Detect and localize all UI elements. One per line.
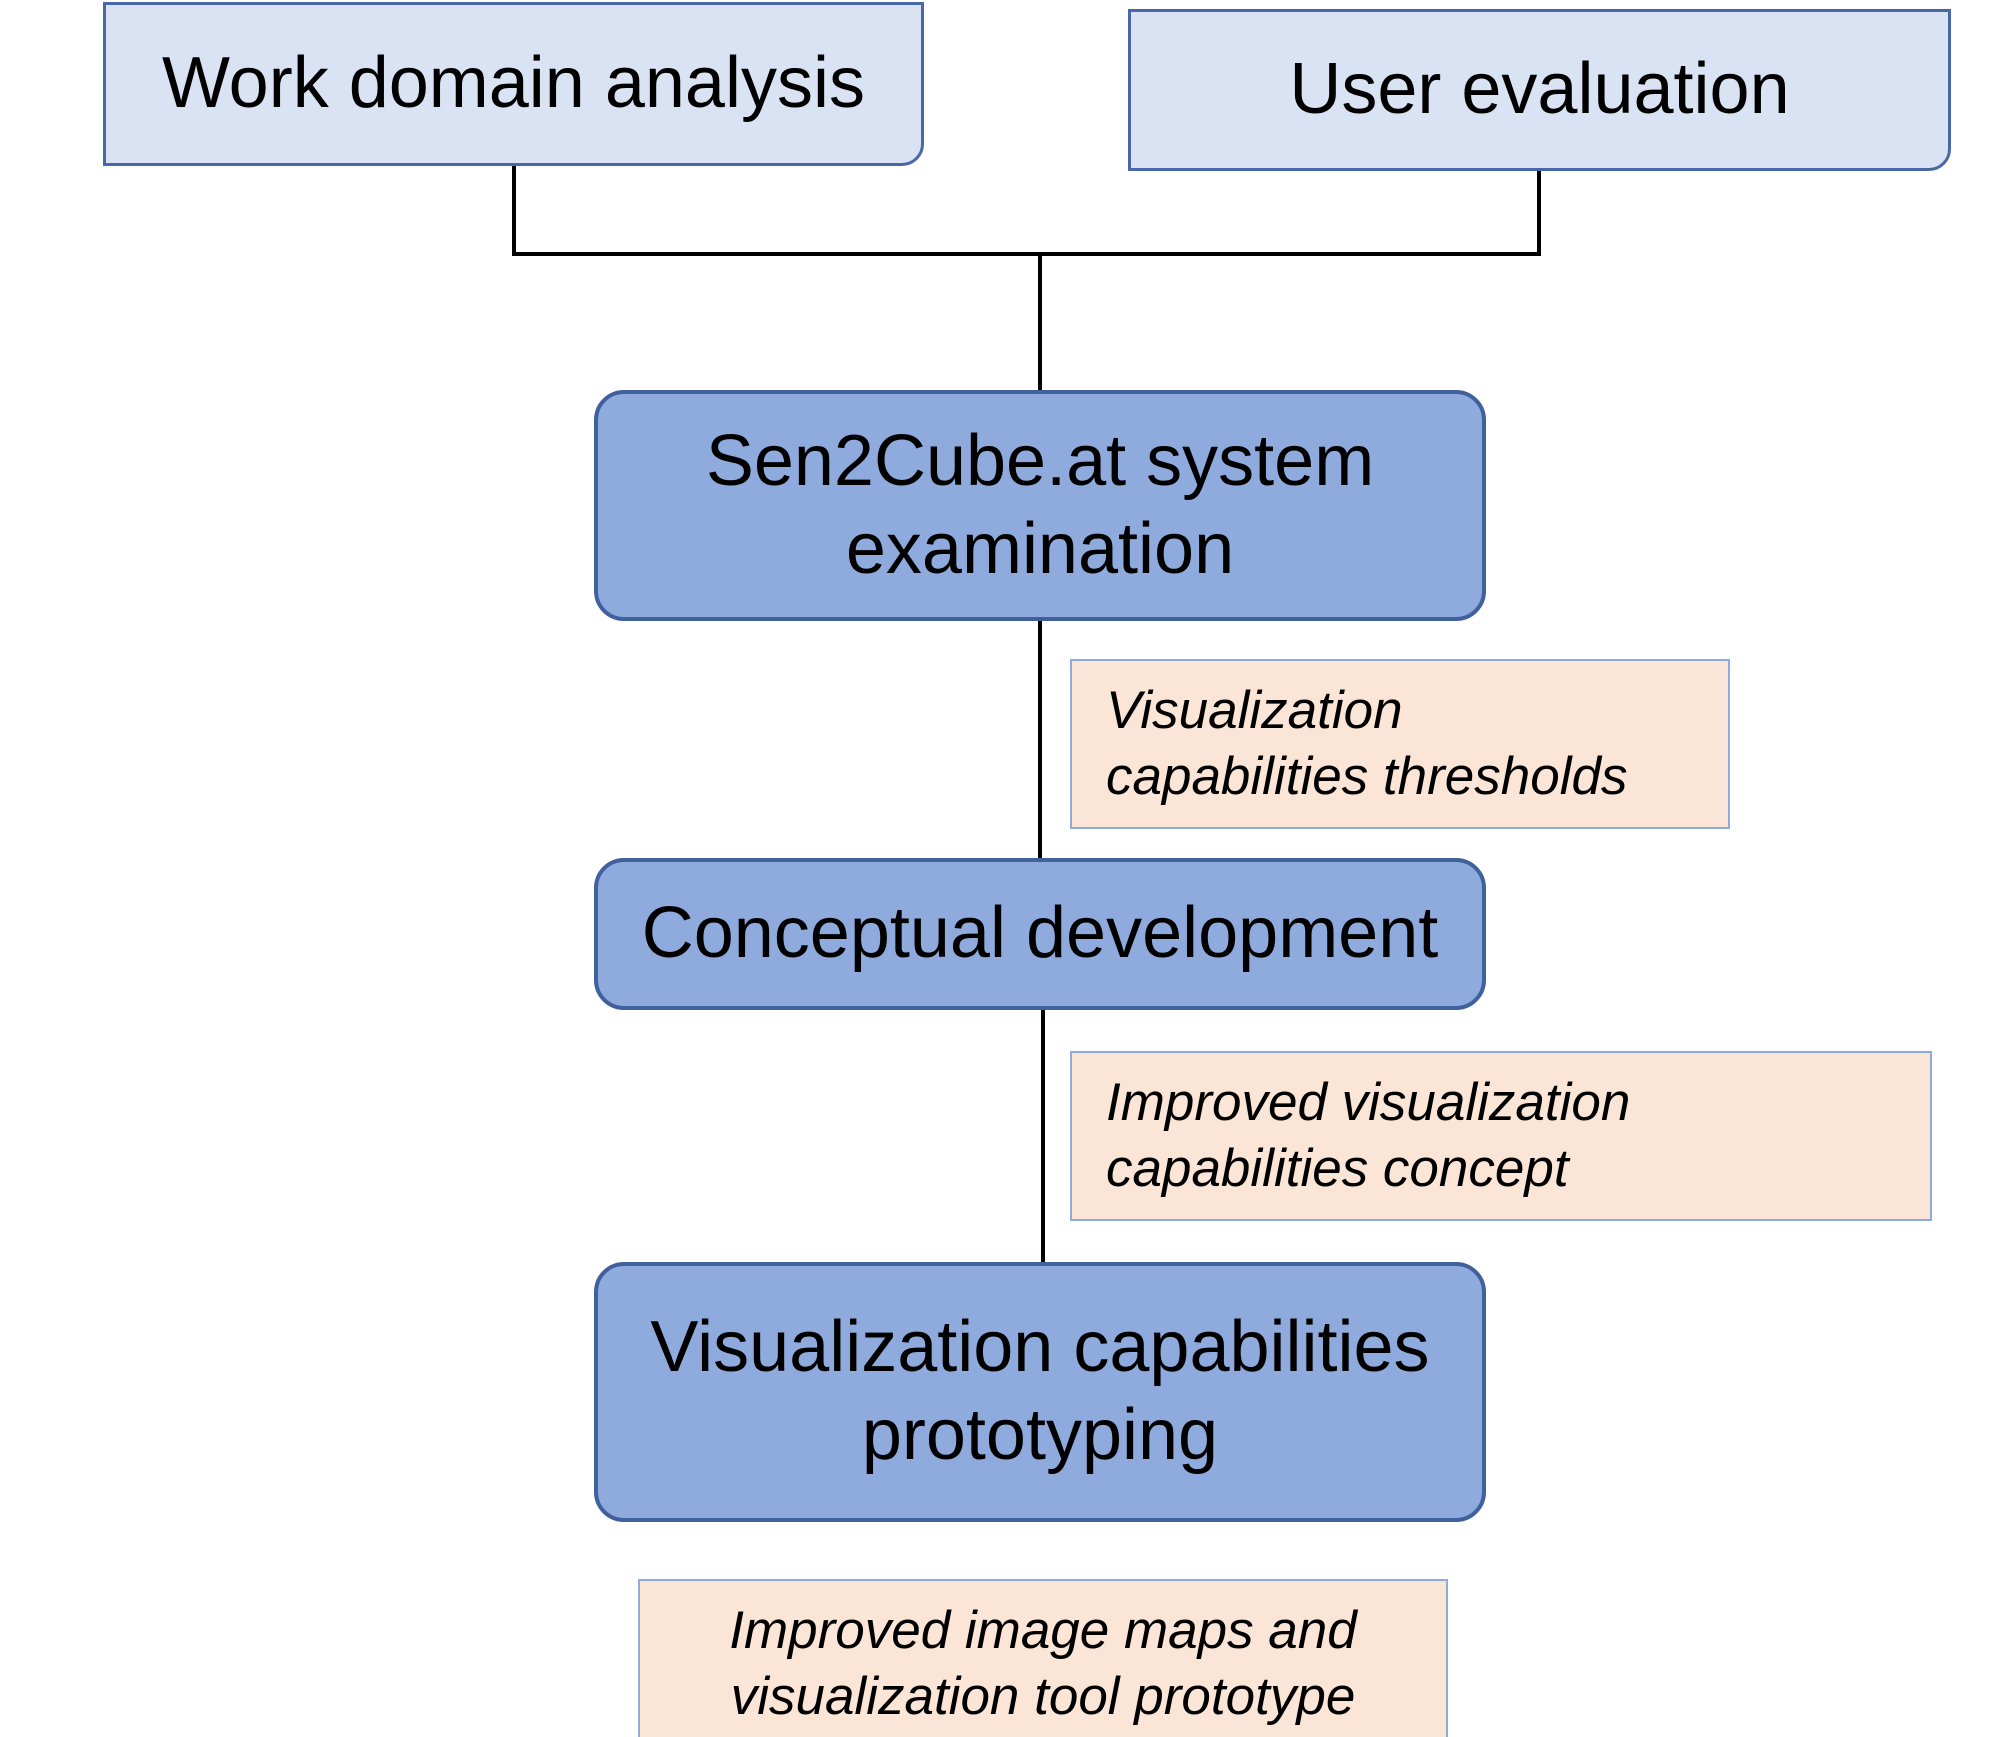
prototyping-box: Visualization capabilities prototyping [594,1262,1486,1522]
thresholds-output-label: Visualization capabilities thresholds [1106,680,1628,806]
work-domain-analysis-box: Work domain analysis [103,2,924,166]
thresholds-output-note: Visualization capabilities thresholds [1070,659,1730,829]
user-evaluation-box: User evaluation [1128,9,1951,171]
system-examination-label: Sen2Cube.at system examination [705,420,1375,589]
concept-output-note: Improved visualization capabilities conc… [1070,1051,1932,1221]
conceptual-development-label: Conceptual development [641,893,1439,974]
conceptual-development-box: Conceptual development [594,858,1486,1010]
prototype-output-note: Improved image maps and visualization to… [638,1579,1448,1737]
prototype-output-label: Improved image maps and visualization to… [729,1600,1357,1726]
concept-output-label: Improved visualization capabilities conc… [1106,1072,1631,1198]
work-domain-analysis-label: Work domain analysis [162,43,865,124]
user-evaluation-label: User evaluation [1289,49,1790,130]
prototyping-label: Visualization capabilities prototyping [650,1307,1430,1475]
system-examination-box: Sen2Cube.at system examination [594,390,1486,621]
